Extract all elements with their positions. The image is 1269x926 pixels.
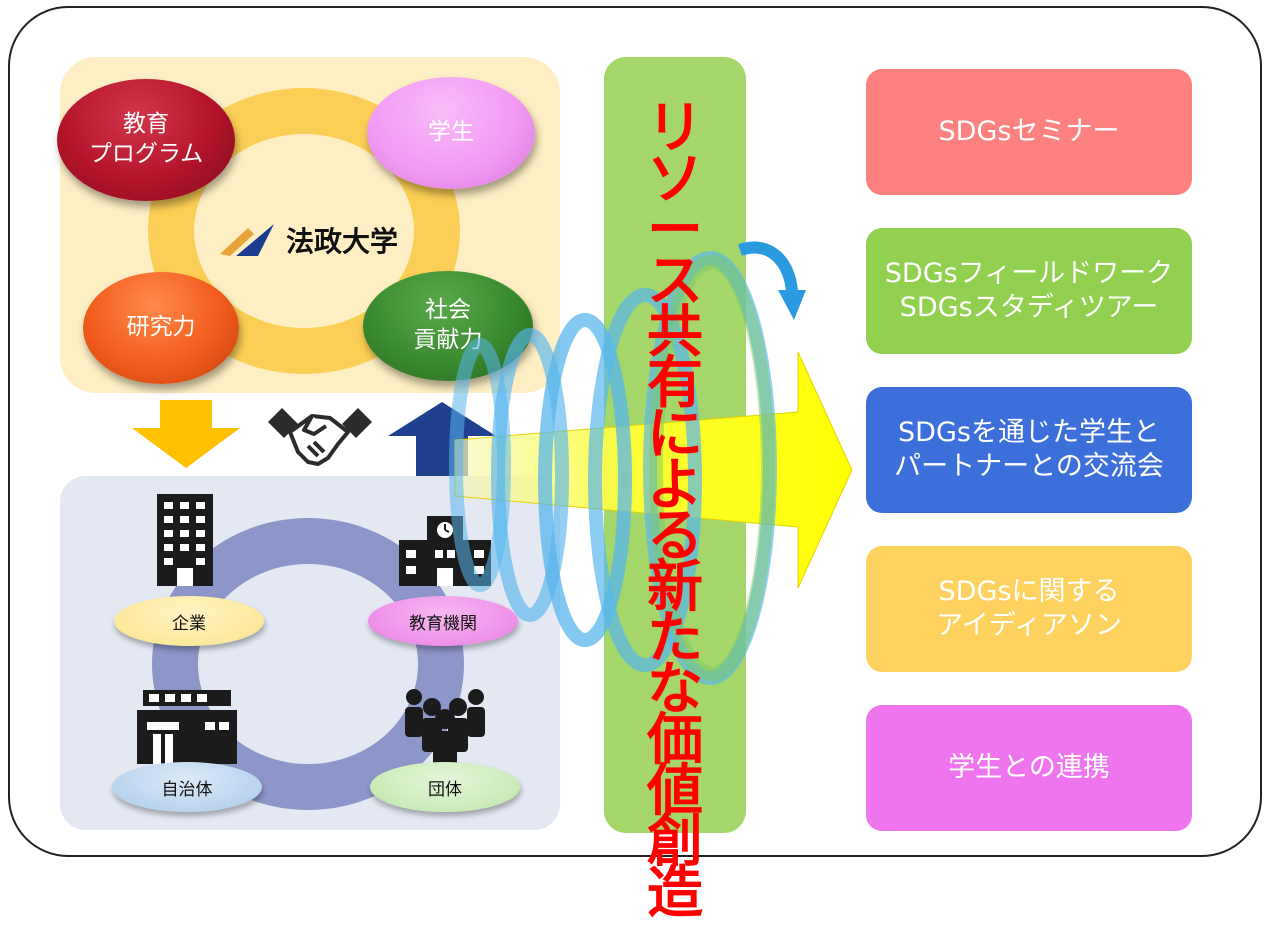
value-creation-heading: リ ソ ー ス 共 有 に よ る 新 た な 価 値 創 造	[604, 100, 746, 922]
students-oval: 学生	[367, 77, 535, 189]
sdgs-exchange-line-1: SDGsを通じた学生と	[898, 417, 1160, 449]
heading-char: 値	[647, 759, 703, 824]
social-contribution-line-1: 社会	[425, 297, 471, 324]
education-program-oval: 教育 プログラム	[57, 79, 235, 201]
heading-char: ソ	[647, 147, 703, 212]
heading-char: 共	[647, 300, 703, 365]
sdgs-fieldwork-line-1: SDGsフィールドワーク	[884, 258, 1174, 290]
heading-char: 造	[647, 861, 703, 926]
education-program-line-2: プログラム	[88, 141, 204, 167]
heading-char: ー	[647, 198, 703, 263]
group-of-people-icon	[405, 689, 485, 769]
education-program-line-1: 教育	[123, 111, 169, 138]
research-oval: 研究力	[83, 272, 239, 384]
hosei-university-logo: 法政大学	[218, 220, 398, 260]
curved-arrow-icon	[738, 241, 798, 293]
heading-char: 有	[647, 351, 703, 416]
city-hall-icon	[137, 690, 237, 764]
down-arrow-icon	[132, 400, 240, 468]
heading-char: る	[647, 504, 703, 569]
heading-char: に	[647, 402, 703, 467]
handshake-icon	[268, 408, 372, 466]
students-label: 学生	[428, 119, 474, 146]
local-government-label: 自治体	[112, 762, 262, 812]
student-collaboration-box: 学生との連携	[866, 705, 1192, 831]
sdgs-seminar-label: SDGsセミナー	[938, 116, 1120, 148]
heading-char: 創	[647, 810, 703, 875]
up-arrow-icon	[388, 402, 496, 482]
hosei-logo-mark-icon	[220, 224, 274, 256]
value-creation-graphic	[449, 241, 853, 685]
heading-char: ス	[647, 249, 703, 314]
heading-char: 価	[647, 708, 703, 773]
university-name: 法政大学	[286, 225, 399, 258]
sdgs-ideathon-line-2: アイディアソン	[936, 610, 1122, 641]
sdgs-seminar-box: SDGsセミナー	[866, 69, 1192, 195]
company-label: 企業	[114, 596, 264, 646]
spiral-icon	[449, 251, 777, 685]
sdgs-ideathon-line-1: SDGsに関する	[938, 576, 1120, 608]
sdgs-exchange-line-2: パートナーとの交流会	[894, 451, 1164, 482]
sdgs-fieldwork-box: SDGsフィールドワーク SDGsスタディツアー	[866, 228, 1192, 354]
heading-char: リ	[647, 96, 703, 161]
heading-char: な	[647, 657, 703, 722]
sdgs-exchange-box: SDGsを通じた学生と パートナーとの交流会	[866, 387, 1192, 513]
organization-label: 団体	[370, 762, 520, 812]
office-building-icon	[157, 494, 213, 586]
sdgs-ideathon-box: SDGsに関する アイディアソン	[866, 546, 1192, 672]
heading-char: よ	[647, 453, 703, 518]
heading-char: 新	[647, 555, 703, 620]
research-label: 研究力	[126, 314, 196, 341]
educational-institution-label: 教育機関	[368, 596, 518, 646]
sdgs-fieldwork-line-2: SDGsスタディツアー	[899, 292, 1159, 323]
heading-char: た	[647, 606, 703, 671]
student-collaboration-label: 学生との連携	[948, 752, 1110, 784]
